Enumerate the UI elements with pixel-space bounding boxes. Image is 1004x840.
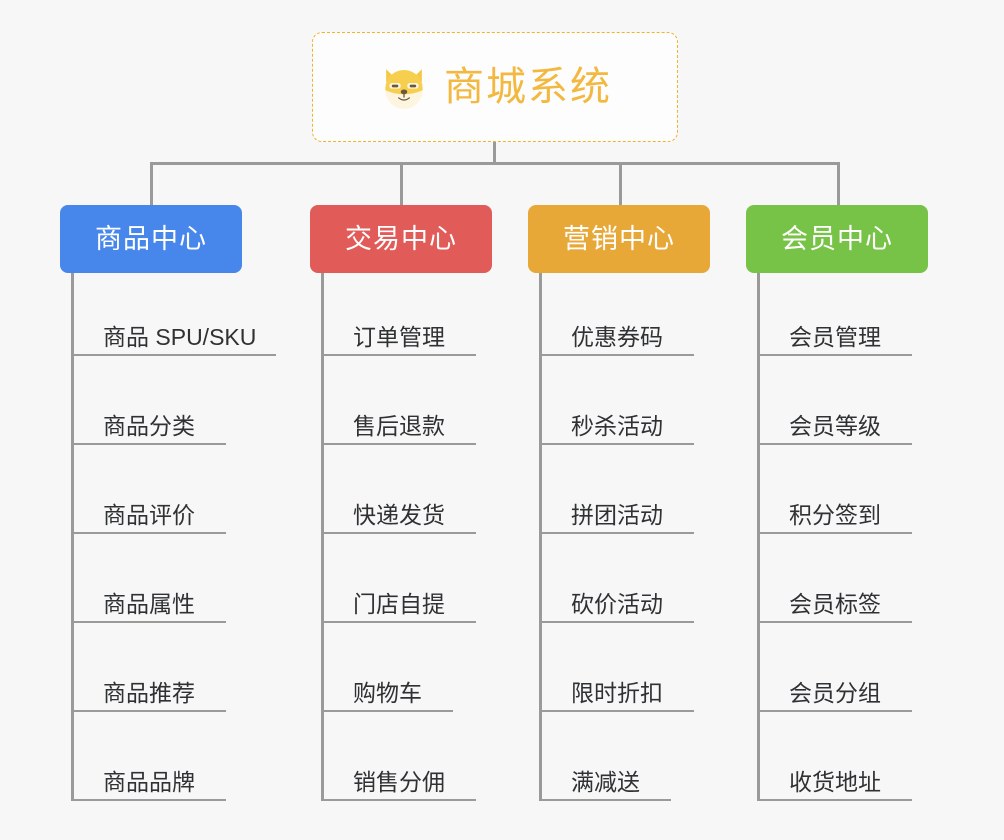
leaf-item-label: 积分签到 bbox=[789, 501, 881, 528]
leaf-item-label: 商品分类 bbox=[103, 412, 195, 439]
leaf-item[interactable]: 购物车 bbox=[321, 666, 453, 712]
leaf-item-label: 商品推荐 bbox=[103, 679, 195, 706]
leaf-item-label: 会员标签 bbox=[789, 590, 881, 617]
root-node-mall-system[interactable]: 商城系统 bbox=[312, 32, 678, 142]
shiba-dog-icon bbox=[385, 69, 423, 109]
connector-drop-product-center bbox=[150, 162, 153, 206]
column-spine-marketing-center bbox=[539, 273, 542, 801]
category-box-member-center[interactable]: 会员中心 bbox=[746, 205, 928, 273]
leaf-item-label: 优惠券码 bbox=[571, 323, 663, 350]
leaf-item-label: 购物车 bbox=[353, 679, 422, 706]
leaf-item-label: 会员管理 bbox=[789, 323, 881, 350]
column-spine-trade-center bbox=[321, 273, 324, 801]
category-box-product-center[interactable]: 商品中心 bbox=[60, 205, 242, 273]
leaf-item-label: 快递发货 bbox=[353, 501, 445, 528]
leaf-item-label: 会员分组 bbox=[789, 679, 881, 706]
leaf-item[interactable]: 订单管理 bbox=[321, 310, 476, 356]
leaf-item[interactable]: 商品分类 bbox=[71, 399, 226, 445]
leaf-item-label: 商品品牌 bbox=[103, 768, 195, 795]
leaf-item[interactable]: 砍价活动 bbox=[539, 577, 694, 623]
leaf-item[interactable]: 优惠券码 bbox=[539, 310, 694, 356]
leaf-item[interactable]: 满减送 bbox=[539, 755, 671, 801]
leaf-item-label: 拼团活动 bbox=[571, 501, 663, 528]
leaf-item-label: 订单管理 bbox=[353, 323, 445, 350]
leaf-item[interactable]: 门店自提 bbox=[321, 577, 476, 623]
leaf-item[interactable]: 商品 SPU/SKU bbox=[71, 310, 276, 356]
leaf-item[interactable]: 商品推荐 bbox=[71, 666, 226, 712]
leaf-item[interactable]: 拼团活动 bbox=[539, 488, 694, 534]
leaf-item[interactable]: 积分签到 bbox=[757, 488, 912, 534]
leaf-item-label: 收货地址 bbox=[789, 768, 881, 795]
column-spine-member-center bbox=[757, 273, 760, 801]
leaf-item-label: 售后退款 bbox=[353, 412, 445, 439]
leaf-item[interactable]: 商品属性 bbox=[71, 577, 226, 623]
leaf-item[interactable]: 会员等级 bbox=[757, 399, 912, 445]
leaf-item[interactable]: 销售分佣 bbox=[321, 755, 476, 801]
leaf-item-label: 满减送 bbox=[571, 768, 640, 795]
leaf-item[interactable]: 限时折扣 bbox=[539, 666, 694, 712]
leaf-item-label: 商品 SPU/SKU bbox=[103, 323, 257, 350]
category-box-marketing-center[interactable]: 营销中心 bbox=[528, 205, 710, 273]
column-spine-product-center bbox=[71, 273, 74, 801]
connector-drop-member-center bbox=[837, 162, 840, 206]
leaf-item[interactable]: 售后退款 bbox=[321, 399, 476, 445]
connector-horizontal-bus bbox=[150, 162, 840, 165]
leaf-item-label: 销售分佣 bbox=[353, 768, 445, 795]
connector-drop-trade-center bbox=[400, 162, 403, 206]
category-label-trade-center: 交易中心 bbox=[345, 223, 457, 254]
leaf-item[interactable]: 会员分组 bbox=[757, 666, 912, 712]
leaf-item[interactable]: 会员管理 bbox=[757, 310, 912, 356]
category-box-trade-center[interactable]: 交易中心 bbox=[310, 205, 492, 273]
leaf-item[interactable]: 商品品牌 bbox=[71, 755, 226, 801]
leaf-item-label: 商品评价 bbox=[103, 501, 195, 528]
root-node-title: 商城系统 bbox=[444, 65, 612, 109]
leaf-item[interactable]: 商品评价 bbox=[71, 488, 226, 534]
leaf-item-label: 商品属性 bbox=[103, 590, 195, 617]
connector-root-stem bbox=[493, 142, 496, 164]
leaf-item[interactable]: 秒杀活动 bbox=[539, 399, 694, 445]
connector-drop-marketing-center bbox=[619, 162, 622, 206]
category-label-product-center: 商品中心 bbox=[95, 223, 207, 254]
leaf-item[interactable]: 会员标签 bbox=[757, 577, 912, 623]
leaf-item-label: 砍价活动 bbox=[571, 590, 663, 617]
leaf-item-label: 门店自提 bbox=[353, 590, 445, 617]
category-label-marketing-center: 营销中心 bbox=[563, 223, 675, 254]
category-label-member-center: 会员中心 bbox=[781, 223, 893, 254]
leaf-item[interactable]: 收货地址 bbox=[757, 755, 912, 801]
leaf-item[interactable]: 快递发货 bbox=[321, 488, 476, 534]
leaf-item-label: 限时折扣 bbox=[571, 679, 663, 706]
leaf-item-label: 会员等级 bbox=[789, 412, 881, 439]
leaf-item-label: 秒杀活动 bbox=[571, 412, 663, 439]
